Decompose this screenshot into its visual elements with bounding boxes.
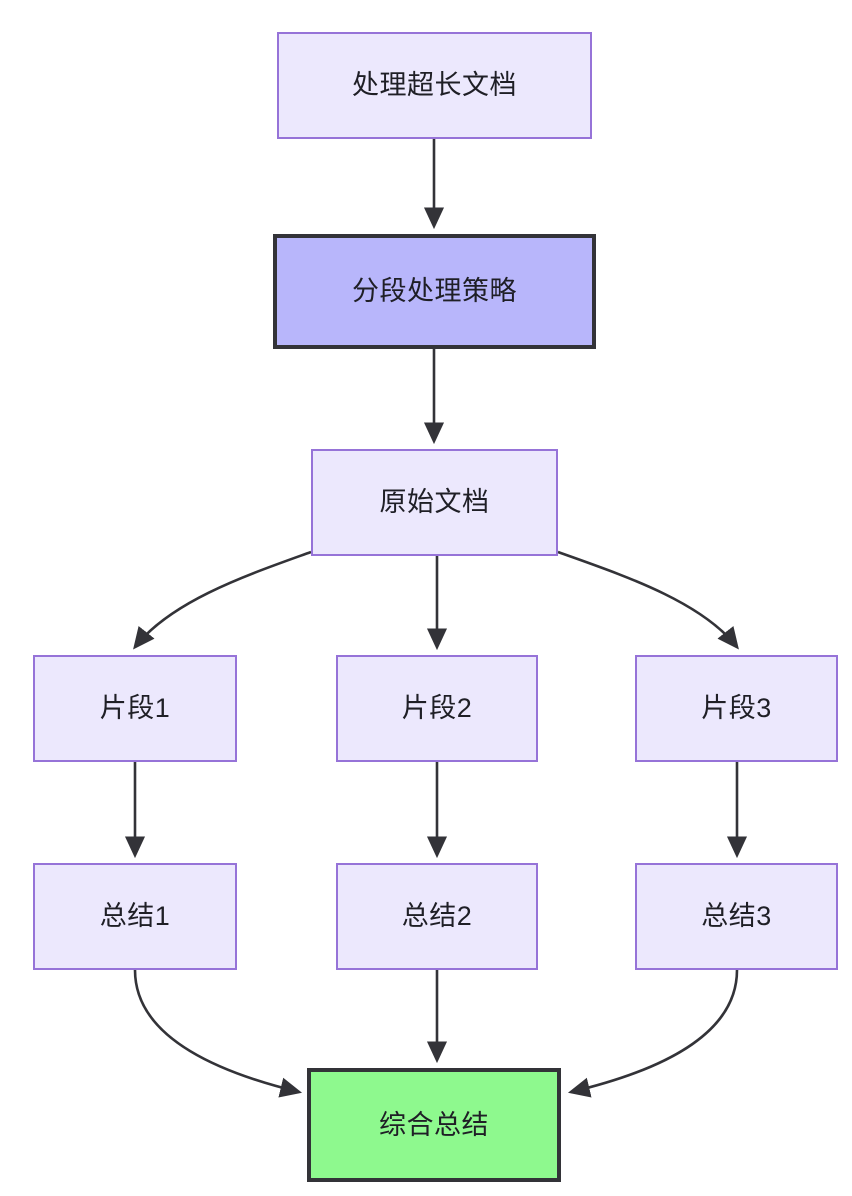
node-summary3[interactable]: 总结3	[635, 863, 838, 970]
node-label: 总结2	[401, 901, 473, 932]
node-label: 综合总结	[379, 1109, 489, 1140]
node-summary2[interactable]: 总结2	[336, 863, 538, 970]
edge-summary1-to-final	[133, 969, 303, 1098]
node-label: 片段1	[99, 693, 171, 724]
node-label: 总结1	[99, 901, 171, 932]
node-strategy[interactable]: 分段处理策略	[273, 234, 596, 349]
node-final[interactable]: 综合总结	[307, 1068, 561, 1182]
node-label: 处理超长文档	[352, 70, 517, 101]
node-label: 总结3	[701, 901, 772, 932]
node-label: 原始文档	[379, 487, 490, 518]
node-long-doc[interactable]: 处理超长文档	[277, 32, 592, 139]
node-source[interactable]: 原始文档	[311, 449, 558, 556]
node-chunk3[interactable]: 片段3	[635, 655, 838, 762]
edge-source-to-chunk3	[557, 550, 739, 650]
node-chunk1[interactable]: 片段1	[33, 655, 237, 762]
edge-summary3-to-final	[567, 969, 739, 1098]
node-chunk2[interactable]: 片段2	[336, 655, 538, 762]
edge-source-to-chunk1	[133, 550, 312, 650]
node-label: 分段处理策略	[352, 276, 517, 307]
node-label: 片段3	[701, 693, 772, 724]
node-label: 片段2	[401, 693, 473, 724]
node-summary1[interactable]: 总结1	[33, 863, 237, 970]
